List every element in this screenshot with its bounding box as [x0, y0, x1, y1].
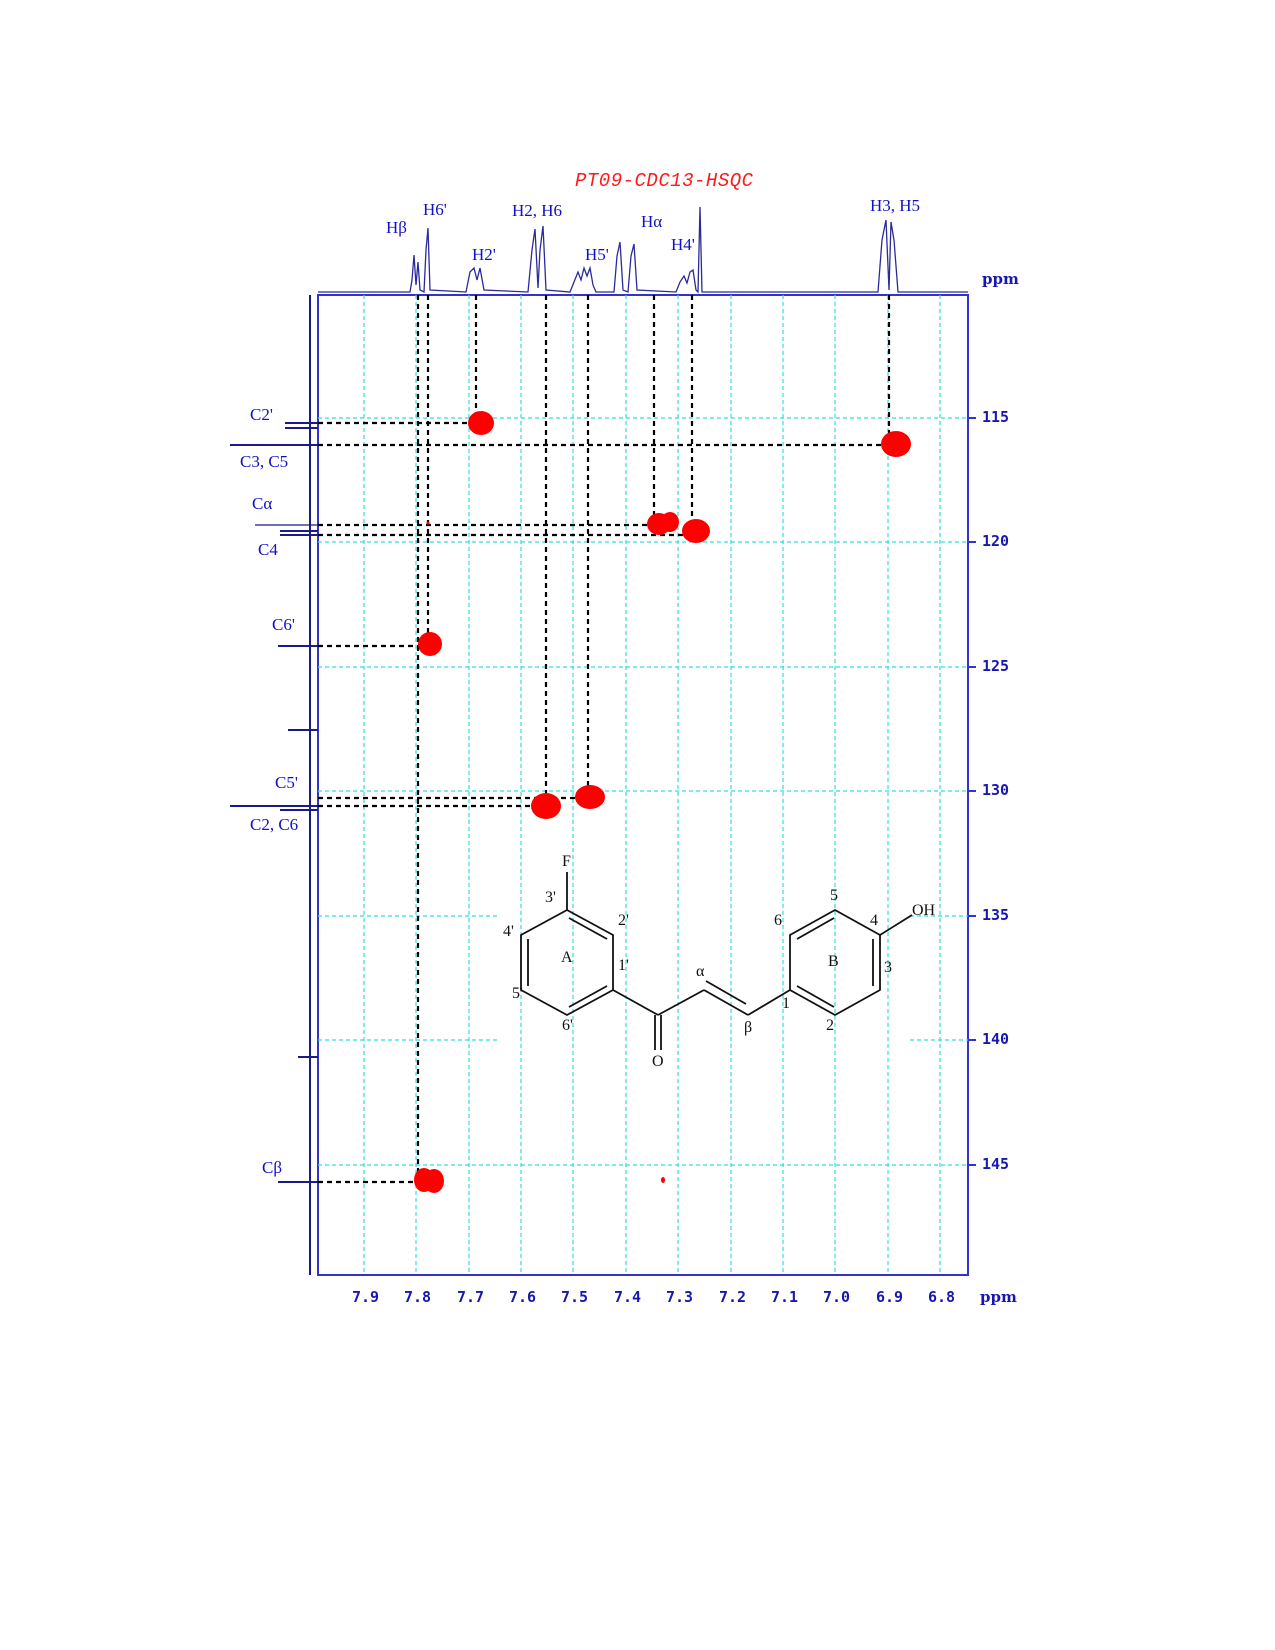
- svg-text:6: 6: [774, 912, 782, 929]
- svg-text:5': 5': [512, 985, 523, 1002]
- svg-text:B: B: [828, 953, 839, 970]
- x-tick: 7.6: [509, 1288, 537, 1306]
- x-tick: 7.8: [404, 1288, 432, 1306]
- y-tick-135: 135: [982, 906, 1010, 924]
- x-tick: 7.7: [457, 1288, 485, 1306]
- x-axis-unit: ppm: [980, 1288, 1017, 1306]
- svg-text:F: F: [562, 853, 571, 870]
- structure-labels: F 3' 2' 4' A 1' 5' 6' O α β 6 5 4 OH B 3…: [503, 853, 936, 1070]
- peak-c3c5: [881, 431, 911, 457]
- svg-text:3: 3: [884, 959, 892, 976]
- peak-c6p: [418, 632, 442, 656]
- y-tick-125: 125: [982, 657, 1010, 675]
- svg-text:O: O: [652, 1053, 664, 1070]
- svg-text:2': 2': [618, 912, 629, 929]
- grid-horizontal: [318, 417, 968, 1166]
- label-h-beta: Hβ: [386, 218, 407, 237]
- chart-title: PT09-CDC13-HSQC: [575, 170, 754, 192]
- label-c2-c6: C2, C6: [250, 815, 299, 834]
- x-tick: 6.9: [876, 1288, 904, 1306]
- x-tick: 6.8: [928, 1288, 956, 1306]
- x-tick: 7.2: [719, 1288, 747, 1306]
- y-tick-145: 145: [982, 1155, 1010, 1173]
- svg-text:A: A: [561, 949, 573, 966]
- correlation-lines: [318, 295, 891, 1184]
- peak-c5p: [575, 785, 605, 809]
- label-h4p: H4': [671, 235, 695, 254]
- svg-text:1: 1: [782, 995, 790, 1012]
- x-tick: 7.9: [352, 1288, 380, 1306]
- grid-vertical: [363, 295, 941, 1275]
- plot-frame: [317, 294, 969, 1276]
- label-c5p: C5': [275, 773, 298, 792]
- label-h6p: H6': [423, 200, 447, 219]
- x-tick: 7.4: [614, 1288, 642, 1306]
- x-tick: 7.3: [666, 1288, 694, 1306]
- y-tick-120: 120: [982, 532, 1010, 550]
- proton-spectrum: [318, 206, 968, 294]
- svg-text:2: 2: [826, 1017, 834, 1034]
- y-axis-ticks: [968, 417, 976, 1166]
- x-tick: 7.1: [771, 1288, 799, 1306]
- y-tick-115: 115: [982, 408, 1010, 426]
- cross-peaks: [414, 411, 911, 1193]
- y-tick-130: 130: [982, 781, 1010, 799]
- label-c2p: C2': [250, 405, 273, 424]
- label-c-beta: Cβ: [262, 1158, 282, 1177]
- peak-c2c6: [531, 793, 561, 819]
- svg-text:β: β: [744, 1019, 752, 1036]
- svg-text:OH: OH: [912, 902, 936, 919]
- chalcone-structure: [520, 872, 913, 1050]
- label-c6p: C6': [272, 615, 295, 634]
- peak-c2p: [468, 411, 494, 435]
- label-h-alpha: Hα: [641, 212, 663, 231]
- svg-text:1': 1': [618, 957, 629, 974]
- peak-c4: [682, 519, 710, 543]
- label-h2p: H2': [472, 245, 496, 264]
- x-tick: 7.5: [561, 1288, 589, 1306]
- x-tick: 7.0: [823, 1288, 851, 1306]
- y-axis-unit: ppm: [982, 270, 1019, 288]
- label-h5p: H5': [585, 245, 609, 264]
- svg-text:4: 4: [870, 912, 878, 929]
- y-tick-140: 140: [982, 1030, 1010, 1048]
- svg-text:6': 6': [562, 1017, 573, 1034]
- svg-text:4': 4': [503, 923, 514, 940]
- label-h2-h6: H2, H6: [512, 201, 563, 220]
- svg-text:α: α: [696, 963, 705, 980]
- svg-text:3': 3': [545, 889, 556, 906]
- carbon-spectrum: [230, 295, 318, 1275]
- label-c4: C4: [258, 540, 278, 559]
- label-c-alpha: Cα: [252, 494, 273, 513]
- svg-text:5: 5: [830, 887, 838, 904]
- label-h3-h5: H3, H5: [870, 196, 921, 215]
- label-c3-c5: C3, C5: [240, 452, 289, 471]
